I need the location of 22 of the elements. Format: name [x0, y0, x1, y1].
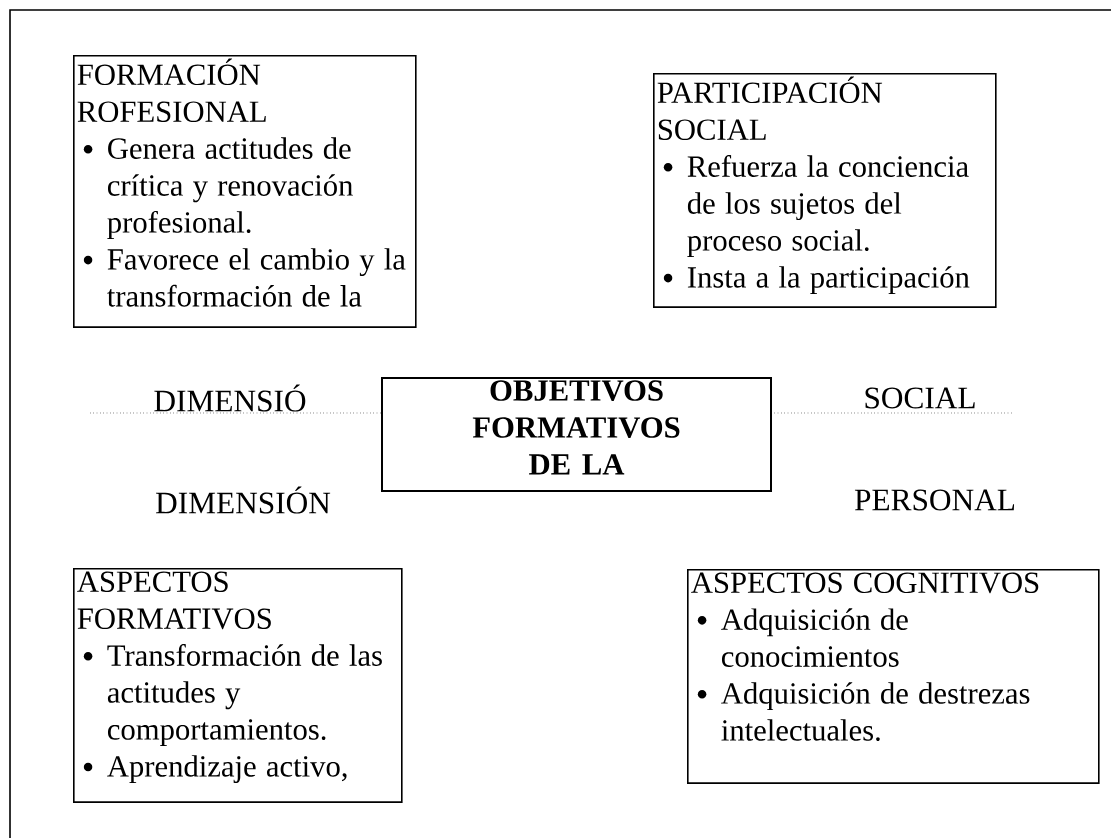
bullet-item: Aprendizaje activo,: [83, 755, 347, 783]
bullet-item: Genera actitudes de crítica y renovación profesional.: [83, 137, 353, 240]
dimension-label: DIMENSIÓN: [156, 486, 331, 514]
text-box: [687, 569, 1100, 784]
box-title: OBJETIVOS FORMATIVOS DE LA: [472, 380, 680, 475]
bullet-item: Insta a la participación: [663, 266, 970, 294]
bullet-item: Favorece el cambio y la transformación de la: [83, 248, 406, 307]
text-box: [73, 568, 403, 803]
dimension-label: SOCIAL: [865, 387, 975, 409]
dimension-label: DIMENSIÓ: [154, 384, 306, 412]
bullet-item: Adquisición de destrezas intelectuales.: [697, 682, 1030, 741]
title-box: [381, 377, 772, 492]
box-heading: ASPECTOS COGNITIVOS: [691, 572, 1039, 594]
dimension-label: PERSONAL: [854, 489, 1015, 511]
bullet-item: Adquisición de conocimientos: [697, 608, 908, 667]
text-box: [653, 73, 997, 308]
box-heading: ASPECTOS FORMATIVOS: [77, 571, 271, 630]
box-heading: FORMACIÓN ROFESIONAL: [77, 58, 266, 122]
bullet-item: Refuerza la conciencia de los sujetos del proceso social.: [663, 155, 969, 258]
box-heading: PARTICIPACIÓN SOCIAL: [657, 76, 883, 140]
text-box: [73, 55, 417, 328]
bullet-item: Transformación de las actitudes y comportamientos.: [83, 644, 382, 747]
